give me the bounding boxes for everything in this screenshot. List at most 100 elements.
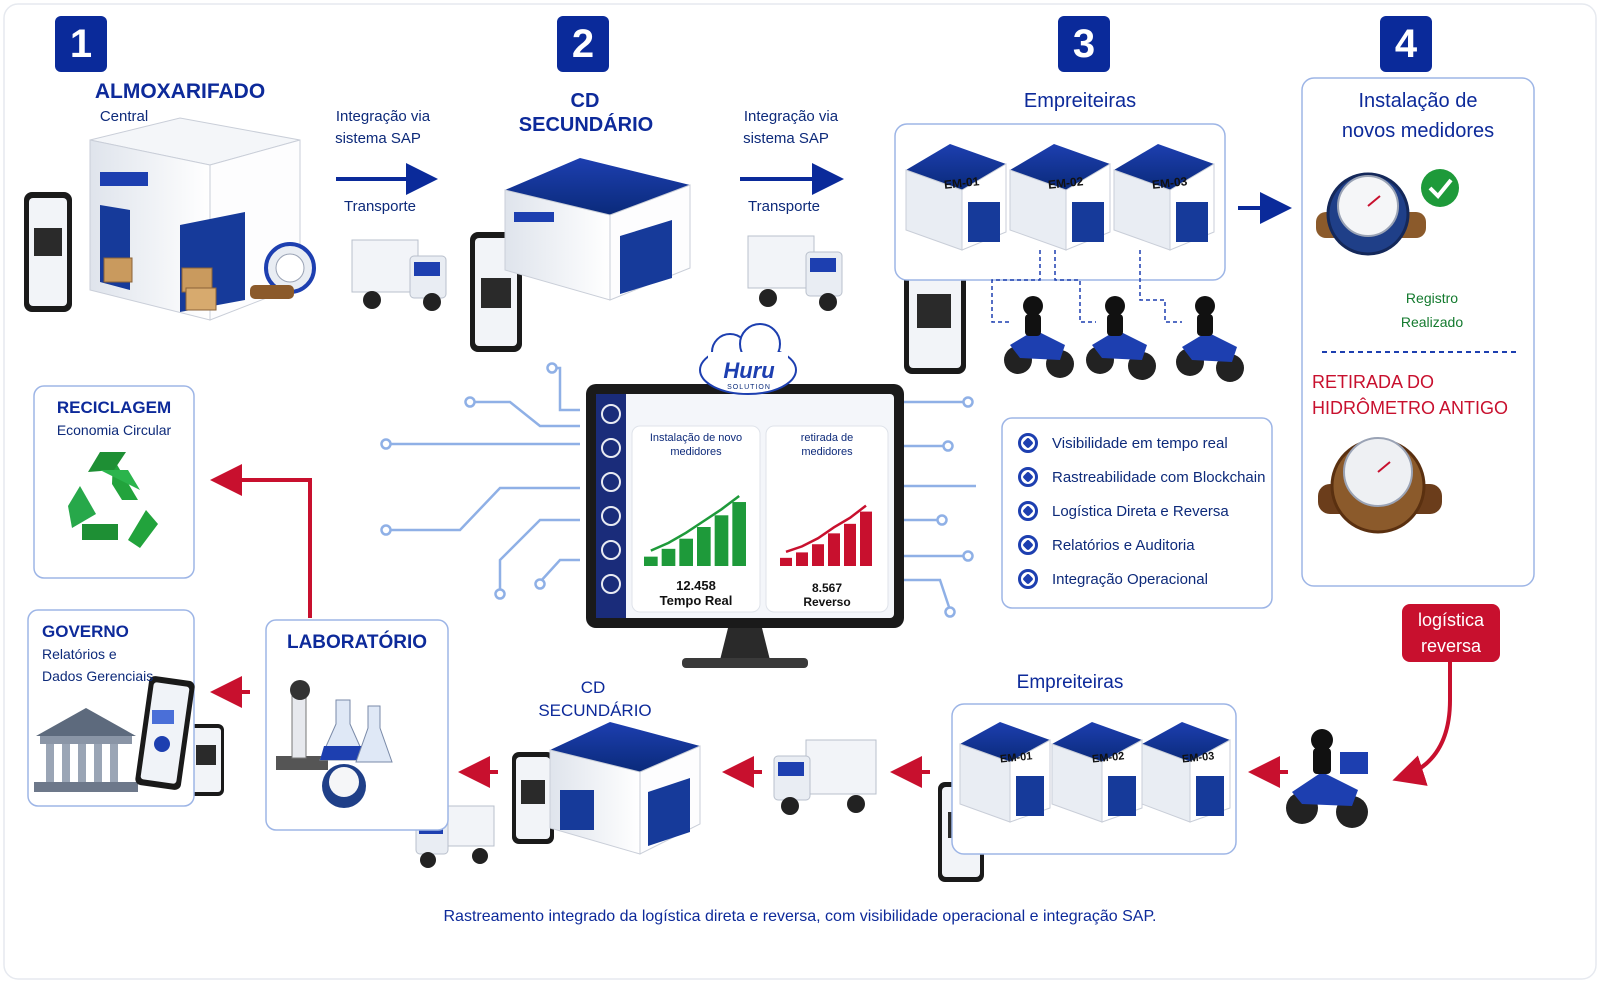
integration-label-2a: Integração via <box>743 108 839 125</box>
feature-label: Visibilidade em tempo real <box>1052 434 1228 452</box>
cube-icon <box>1018 433 1038 453</box>
cd-bottom-line2: SECUNDÁRIO <box>538 701 652 720</box>
reciclagem-subtitle: Economia Circular <box>56 422 172 438</box>
feature-label: Rastreabilidade com Blockchain <box>1052 468 1266 486</box>
trend-line <box>650 495 740 552</box>
car-icon[interactable] <box>601 506 621 526</box>
step-badge-3: 3 <box>1058 16 1110 72</box>
motorbike-rider-bottom <box>1286 729 1368 828</box>
empreiteiras-bottom-title: Empreiteiras <box>1016 672 1124 693</box>
huru-logo-text: Huru <box>723 358 775 383</box>
cube-icon <box>1018 535 1038 555</box>
transport-label-1: Transporte <box>344 198 416 215</box>
settings-icon[interactable] <box>601 574 621 594</box>
registro-label-line2: Realizado <box>1400 314 1464 330</box>
panel-right-value: 8.567 <box>811 581 843 595</box>
chart-bar <box>644 556 658 566</box>
empreiteiras-title: Empreiteiras <box>1023 90 1137 112</box>
logistica-reversa-line1: logística <box>1417 610 1485 630</box>
chart-bar <box>828 533 840 566</box>
governo-line2: Dados Gerenciais <box>42 668 154 684</box>
step-badge-2: 2 <box>557 16 609 72</box>
huru-logo-sub: SOLUTION <box>727 384 771 391</box>
cube-icon <box>1018 467 1038 487</box>
cd-title-line1: CD <box>570 90 600 112</box>
panel-left-title1: Instalação de novo <box>649 432 743 444</box>
cd-title-line2: SECUNDÁRIO <box>518 114 654 136</box>
truck-icon[interactable] <box>601 472 621 492</box>
truck-illustration-3 <box>773 739 877 815</box>
panel-right-label: Reverso <box>803 595 851 609</box>
chart-removals <box>780 504 872 566</box>
warehouse-central-illustration <box>89 117 316 321</box>
cube-icon <box>1018 569 1038 589</box>
empreiteiras-top-warehouses <box>905 144 1215 251</box>
tablet-dashboard-illustration <box>135 676 195 790</box>
cd-secundario-illustration <box>504 158 691 301</box>
instalacao-title-line1: Instalação de <box>1358 90 1478 112</box>
feature-item: Logística Direta e Reversa <box>1018 494 1268 528</box>
logistica-reversa-line2: reversa <box>1420 636 1482 656</box>
home-icon[interactable] <box>601 404 621 424</box>
chart-bar <box>697 527 711 566</box>
chart-bar <box>679 538 693 566</box>
feature-item: Relatórios e Auditoria <box>1018 528 1268 562</box>
laboratorio-title: LABORATÓRIO <box>286 632 428 653</box>
integration-label-2b: sistema SAP <box>743 130 829 147</box>
panel-left-label: Tempo Real <box>659 593 733 608</box>
chart-bar <box>860 511 872 566</box>
cube-icon <box>1018 501 1038 521</box>
cd-secundario-bottom-illustration <box>549 722 701 855</box>
instalacao-title-line2: novos medidores <box>1341 120 1495 142</box>
governo-title: GOVERNO <box>42 622 129 641</box>
user-icon[interactable] <box>601 438 621 458</box>
integration-label-1b: sistema SAP <box>335 130 421 147</box>
empreiteiras-bottom-warehouses <box>959 722 1231 823</box>
government-building-illustration <box>34 708 138 792</box>
feature-item: Visibilidade em tempo real <box>1018 426 1268 460</box>
chart-bar <box>812 544 824 566</box>
feature-item: Rastreabilidade com Blockchain <box>1018 460 1268 494</box>
features-list: Visibilidade em tempo real Rastreabilida… <box>1018 426 1268 596</box>
step-badge-1: 1 <box>55 16 107 72</box>
governo-line1: Relatórios e <box>42 646 117 662</box>
chart-bar <box>796 552 808 566</box>
truck-illustration-2 <box>747 235 843 311</box>
cd-bottom-line1: CD <box>580 678 606 697</box>
diagram-caption: Rastreamento integrado da logística dire… <box>443 908 1157 925</box>
feature-label: Relatórios e Auditoria <box>1052 536 1195 554</box>
panel-left-title2: medidores <box>670 446 722 458</box>
transport-label-2: Transporte <box>748 198 820 215</box>
recycle-icon <box>68 452 158 548</box>
feature-label: Logística Direta e Reversa <box>1052 502 1229 520</box>
feature-label: Integração Operacional <box>1052 570 1208 588</box>
huru-cloud-logo <box>699 323 797 395</box>
motorbike-riders-top <box>1004 296 1244 382</box>
chart-bar <box>732 502 746 566</box>
chart-bar <box>780 557 792 566</box>
almoxarifado-subtitle: Central <box>99 108 149 125</box>
panel-right-title1: retirada de <box>800 432 854 444</box>
old-meter-illustration <box>1318 437 1442 534</box>
chart-installations <box>644 495 746 566</box>
truck-illustration-1 <box>351 239 447 311</box>
trend-line <box>785 504 867 554</box>
retirada-title-line1: RETIRADA DO <box>1312 372 1435 392</box>
almoxarifado-title: ALMOXARIFADO <box>94 80 266 103</box>
reciclagem-title: RECICLAGEM <box>56 398 172 417</box>
check-icon <box>1421 169 1459 207</box>
laboratory-illustration <box>276 680 393 808</box>
bus-icon[interactable] <box>601 540 621 560</box>
chart-bar <box>844 523 856 566</box>
panel-right-title2: medidores <box>801 446 853 458</box>
step-badge-4: 4 <box>1380 16 1432 72</box>
new-meter-illustration <box>1316 172 1426 256</box>
chart-bar <box>661 548 676 566</box>
integration-label-1a: Integração via <box>335 108 431 125</box>
feature-item: Integração Operacional <box>1018 562 1268 596</box>
retirada-title-line2: HIDRÔMETRO ANTIGO <box>1312 398 1509 418</box>
panel-left-value: 12.458 <box>676 578 716 593</box>
chart-bar <box>714 515 729 566</box>
registro-label-line1: Registro <box>1405 290 1459 306</box>
